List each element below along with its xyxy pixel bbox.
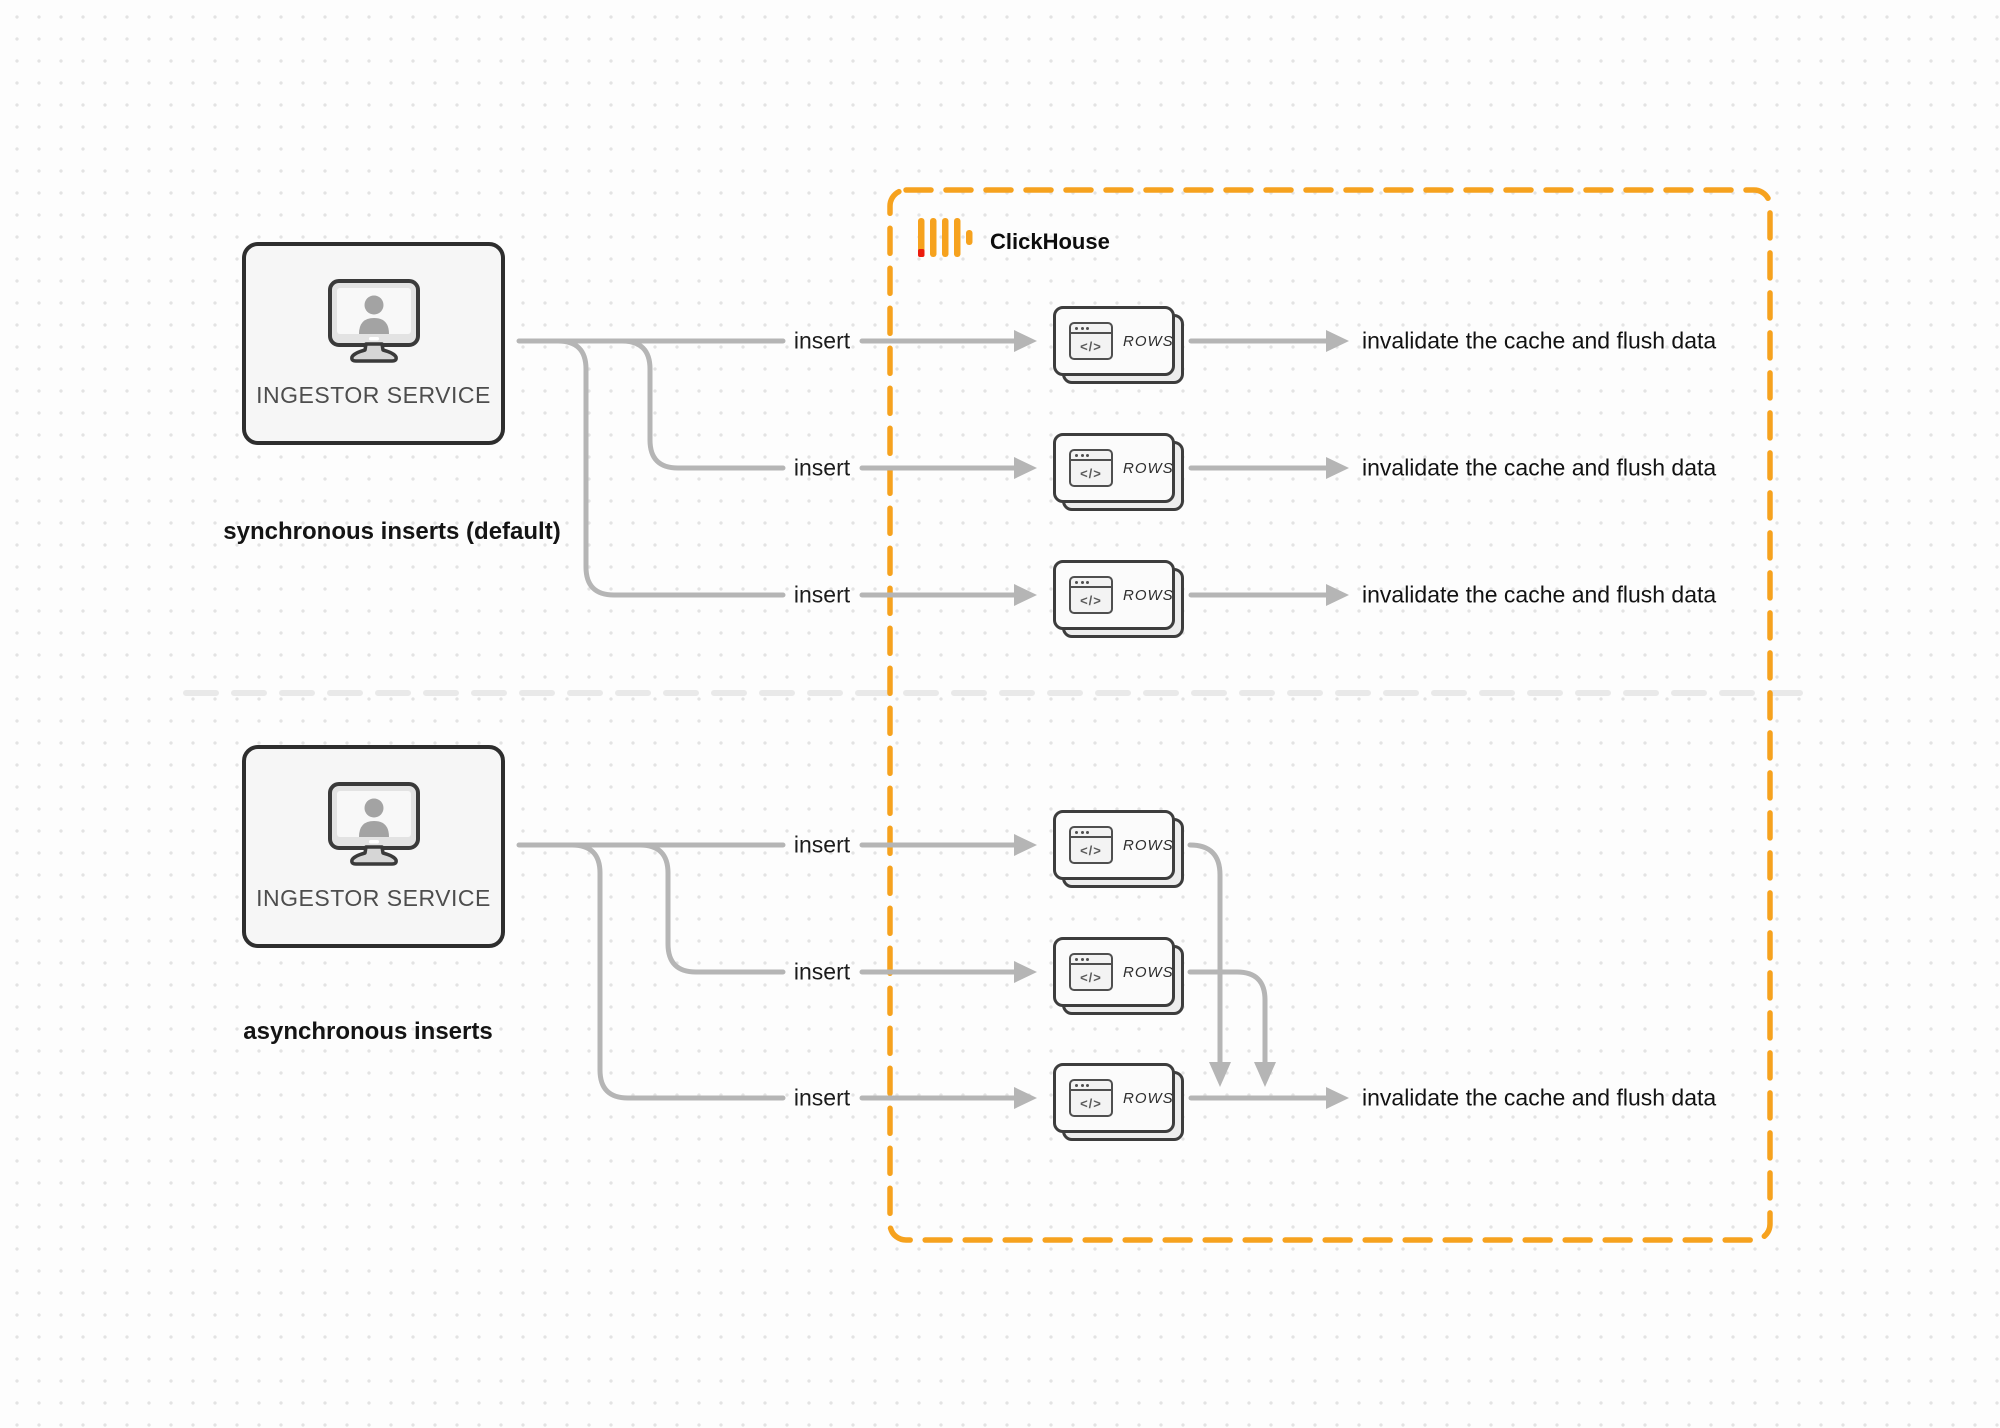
result-label: invalidate the cache and flush data [1362,581,1717,608]
sync-arrowheads [1014,330,1349,606]
rows-card: </> ROWS [1053,306,1184,384]
sync-caption: synchronous inserts (default) [223,518,561,545]
rows-card: </> ROWS [1053,560,1184,638]
ingestor-service-label: INGESTOR SERVICE [256,885,491,911]
insert-label: insert [793,958,851,985]
code-window-icon: </> [1069,953,1113,991]
ingestor-service-box-sync: INGESTOR SERVICE [242,242,505,445]
rows-label: ROWS [1123,586,1174,604]
insert-label: insert [793,1084,851,1111]
rows-label: ROWS [1123,459,1174,477]
connector-line [619,338,786,471]
connector-line [637,842,786,975]
connector-line [569,842,786,1101]
result-label: invalidate the cache and flush data [1362,327,1717,354]
connector-line [1187,842,1223,1065]
insert-label: insert [793,327,851,354]
arrowhead-icon [1326,1087,1349,1109]
rows-label: ROWS [1123,1089,1174,1107]
ingestor-service-label: INGESTOR SERVICE [256,382,491,408]
connector-line [1187,969,1268,1065]
sync-connectors [516,338,1329,598]
async-arrowheads [1014,834,1349,1109]
code-window-icon: </> [1069,449,1113,487]
arrowhead-icon [1014,1087,1037,1109]
result-label: invalidate the cache and flush data [1362,454,1717,481]
ingestor-service-box-async: INGESTOR SERVICE [242,745,505,948]
monitor-user-icon [327,279,420,363]
code-window-icon: </> [1069,576,1113,614]
rows-label: ROWS [1123,836,1174,854]
insert-label: insert [793,581,851,608]
code-window-icon: </> [1069,826,1113,864]
insert-label: insert [793,831,851,858]
code-window-icon: </> [1069,322,1113,360]
rows-card: </> ROWS [1053,937,1184,1015]
rows-card: </> ROWS [1053,433,1184,511]
result-label: invalidate the cache and flush data [1362,1084,1717,1111]
async-connectors [516,842,1329,1101]
arrowhead-down-icon [1209,1062,1231,1087]
arrowhead-icon [1014,834,1037,856]
arrowhead-down-icon [1254,1062,1276,1087]
async-caption: asynchronous inserts [243,1018,493,1045]
arrowhead-icon [1014,961,1037,983]
rows-label: ROWS [1123,963,1174,981]
connector-line [555,338,786,598]
code-window-icon: </> [1069,1079,1113,1117]
arrowhead-icon [1014,330,1037,352]
arrowhead-icon [1326,584,1349,606]
arrowhead-icon [1326,330,1349,352]
monitor-user-icon [327,782,420,866]
rows-label: ROWS [1123,332,1174,350]
arrowhead-icon [1014,584,1037,606]
clickhouse-label: ClickHouse [990,229,1110,254]
clickhouse-logo-icon [917,217,979,272]
arrowhead-icon [1326,457,1349,479]
insert-label: insert [793,454,851,481]
rows-card: </> ROWS [1053,810,1184,888]
arrowhead-icon [1014,457,1037,479]
clickhouse-boundary-box [887,187,1773,1243]
rows-card: </> ROWS [1053,1063,1184,1141]
